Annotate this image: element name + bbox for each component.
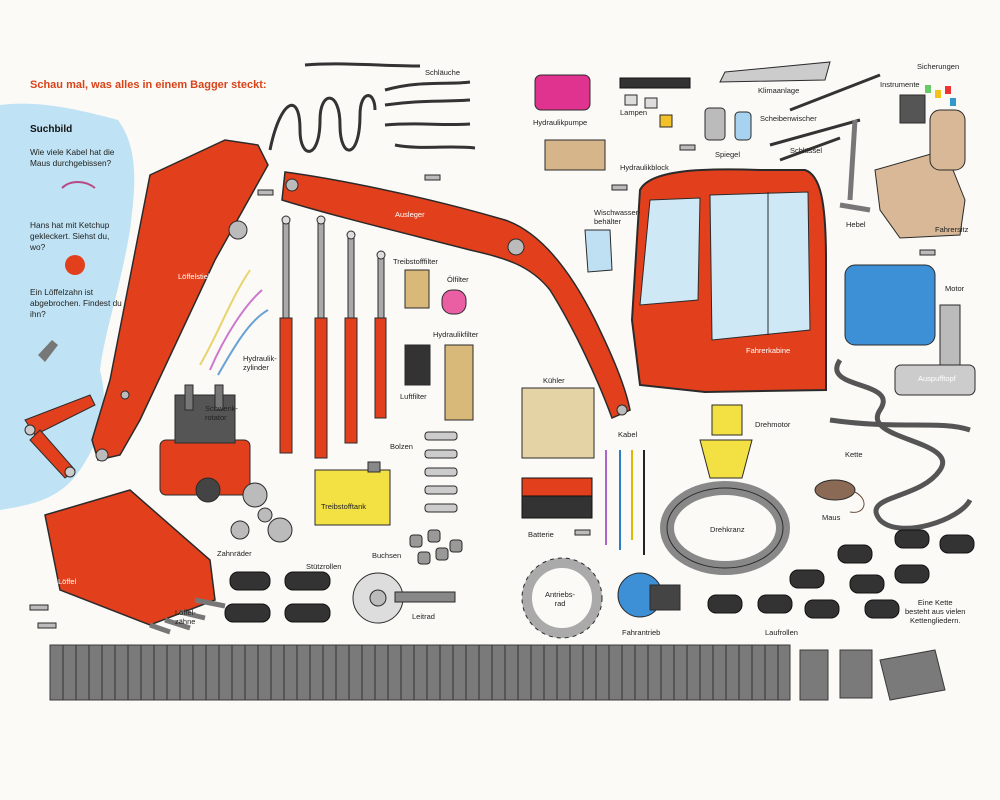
label-motor: Motor [945,284,965,293]
label-hebel: Hebel [846,220,866,229]
instrumente-part [899,94,926,124]
track-links [49,644,946,701]
leitrad-part [352,572,456,624]
label-fahrerkabine: Fahrerkabine [746,346,791,355]
suchbild-icons [38,181,96,362]
zahnraeder-parts [230,482,293,543]
page-heading: Schau mal, was alles in einem Bagger ste… [30,79,267,91]
screws [29,144,936,629]
label-stuetzrollen: Stützrollen [306,562,342,571]
lampen-parts [619,77,691,128]
kette-part [829,358,973,531]
spiegel-parts [704,107,752,141]
label-loeffelzaehne: Löffel- zähne [175,608,196,626]
bolzen-parts [424,431,458,513]
laufrollen-parts [707,529,975,619]
auspufftopf-part [894,304,976,396]
maus-part [814,479,865,513]
schlaeuche-parts [268,62,476,153]
label-lampen: Lampen [620,108,648,117]
ausleger-part [281,171,631,420]
label-laufrollen: Laufrollen [765,628,798,637]
label-loeffel: Löffel [58,577,77,586]
scheibenwischer-parts [769,73,881,162]
treibstofftank-part [314,461,391,526]
label-leitrad: Leitrad [412,612,435,621]
fahrantrieb-part [617,572,681,618]
kabel-parts [605,450,645,555]
wischwasserbehaelter-part [584,229,613,273]
drehmotor-part [699,404,753,479]
hydraulikblock-part [544,139,606,171]
suchbild-question-1: Wie viele Kabel hat die Maus durchgebiss… [30,147,115,168]
batterie-part [521,477,593,519]
label-bolzen: Bolzen [390,442,413,451]
hydraulic-lines [199,269,269,376]
label-kette: Kette [845,450,863,459]
label-treibstofftank: Treibstofftank [321,502,367,511]
buchsen-parts [409,529,463,565]
label-klimaanlage: Klimaanlage [758,86,800,95]
label-maus: Maus [822,513,841,522]
filters [404,269,474,421]
label-antriebsrad: Antriebs- rad [545,590,576,608]
loeffelstiel-part [91,139,269,462]
loeffel-part [44,489,226,635]
schwenkrotator-part [159,384,251,503]
label-schwenkrotator: Schwenk- rotator [205,404,238,422]
label-wischwasserbehaelter: Wischwasser- behälter [594,208,641,226]
fahrersitz-part [874,109,966,239]
suchbild-title: Suchbild [30,124,73,135]
label-hydraulikpumpe: Hydraulikpumpe [533,118,588,127]
hydraulikzylinder-parts [279,215,387,459]
label-drehmotor: Drehmotor [755,420,791,429]
label-spiegel: Spiegel [715,150,741,159]
sicherungen-parts [925,85,956,106]
suchbild-question-3: Ein Löffelzahn ist abgebrochen. Findest … [30,287,122,319]
label-fahrantrieb: Fahrantrieb [622,628,661,637]
label-hydraulikzylinder: Hydraulik- zylinder [243,354,277,372]
label-kuehler: Kühler [543,376,565,385]
antriebsrad-part [521,557,603,639]
label-ausleger: Ausleger [395,210,425,219]
label-sicherungen: Sicherungen [917,62,960,71]
label-fahrersitz: Fahrersitz [935,225,969,234]
label-scheibenwischer: Scheibenwischer [760,114,817,123]
linkage-part [24,394,96,479]
kuehler-part [521,387,595,459]
label-loeffelstiel: Löffelstiel [178,272,210,281]
hydraulikpumpe-part [534,74,591,111]
label-hydraulikfilter: Hydraulikfilter [433,330,479,339]
label-kette-info: Eine Kette besteht aus vielen Kettenglie… [905,598,966,625]
suchbild-question-2: Hans hat mit Ketchup gekleckert. Siehst … [30,220,110,252]
label-hydraulikblock: Hydraulikblock [620,163,669,172]
label-oelfilter: Ölfilter [447,275,469,284]
fahrerkabine-part [630,168,827,394]
klimaanlage-part [719,61,831,83]
motor-part [844,264,936,346]
label-buchsen: Buchsen [372,551,402,560]
label-instrumente: Instrumente [880,80,920,89]
hebel-part [839,119,871,213]
label-schluessel: Schlüssel [790,146,823,155]
drehkranz-part [660,481,790,575]
label-zahnraeder: Zahnräder [217,549,252,558]
label-treibstofffilter: Treibstofffilter [393,257,438,266]
stuetzrollen-parts [224,571,331,623]
label-kabel: Kabel [618,430,638,439]
label-luftfilter: Luftfilter [400,392,427,401]
label-drehkranz: Drehkranz [710,525,745,534]
label-batterie: Batterie [528,530,554,539]
label-schlaeuche: Schläuche [425,68,461,77]
label-auspufftopf: Auspufftopf [918,374,956,383]
